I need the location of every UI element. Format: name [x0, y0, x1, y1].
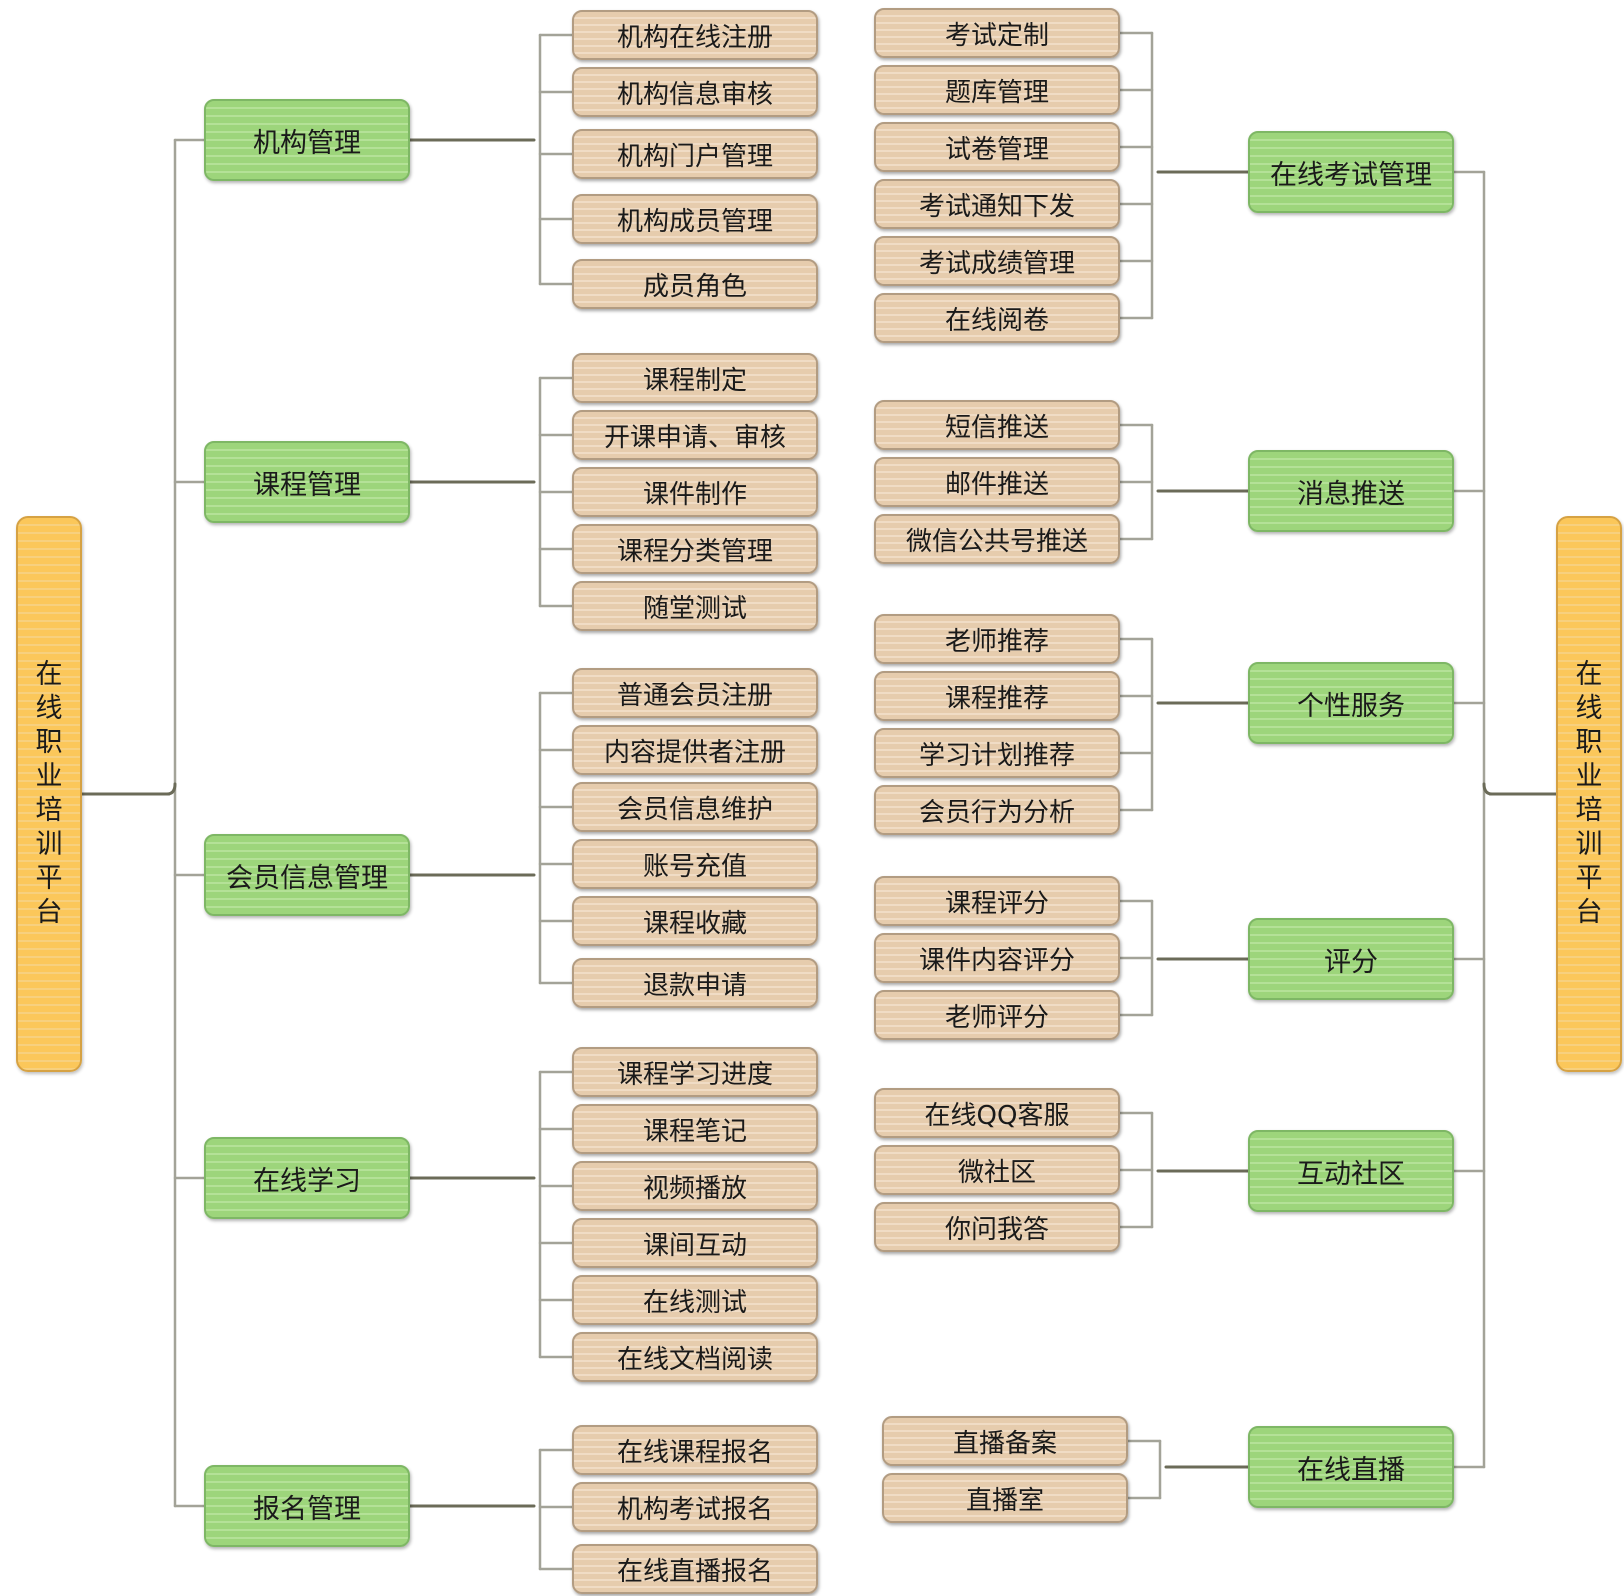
branch-node: 在线直播	[1248, 1426, 1454, 1508]
leaf-node: 在线文档阅读	[572, 1332, 818, 1382]
leaf-node: 老师推荐	[874, 614, 1120, 664]
leaf-node: 课件制作	[572, 467, 818, 517]
branch-node: 互动社区	[1248, 1130, 1454, 1212]
leaf-node: 老师评分	[874, 990, 1120, 1040]
leaf-node: 在线QQ客服	[874, 1088, 1120, 1138]
leaf-node: 在线课程报名	[572, 1425, 818, 1475]
leaf-node: 课程评分	[874, 876, 1120, 926]
leaf-node: 短信推送	[874, 400, 1120, 450]
leaf-node: 在线直播报名	[572, 1544, 818, 1594]
leaf-node: 考试定制	[874, 8, 1120, 58]
leaf-node: 会员行为分析	[874, 785, 1120, 835]
branch-node: 课程管理	[204, 441, 410, 523]
leaf-node: 课程收藏	[572, 896, 818, 946]
leaf-node: 直播室	[882, 1473, 1128, 1523]
leaf-node: 学习计划推荐	[874, 728, 1120, 778]
branch-node: 消息推送	[1248, 450, 1454, 532]
branch-node: 评分	[1248, 918, 1454, 1000]
leaf-node: 课程学习进度	[572, 1047, 818, 1097]
leaf-node: 机构信息审核	[572, 67, 818, 117]
right-trunk-joint	[1482, 782, 1494, 796]
leaf-node: 考试通知下发	[874, 179, 1120, 229]
leaf-node: 在线阅卷	[874, 293, 1120, 343]
leaf-node: 课间互动	[572, 1218, 818, 1268]
leaf-node: 退款申请	[572, 958, 818, 1008]
leaf-node: 机构在线注册	[572, 10, 818, 60]
leaf-node: 开课申请、审核	[572, 410, 818, 460]
leaf-node: 试卷管理	[874, 122, 1120, 172]
left-trunk-joint	[165, 782, 177, 796]
branch-node: 个性服务	[1248, 662, 1454, 744]
leaf-node: 课程笔记	[572, 1104, 818, 1154]
leaf-node: 机构成员管理	[572, 194, 818, 244]
leaf-node: 机构考试报名	[572, 1482, 818, 1532]
branch-node: 报名管理	[204, 1465, 410, 1547]
leaf-node: 课件内容评分	[874, 933, 1120, 983]
leaf-node: 内容提供者注册	[572, 725, 818, 775]
leaf-node: 微信公共号推送	[874, 514, 1120, 564]
leaf-node: 考试成绩管理	[874, 236, 1120, 286]
root-node-left: 在线职业培训平台	[16, 516, 82, 1072]
leaf-node: 成员角色	[572, 259, 818, 309]
leaf-node: 邮件推送	[874, 457, 1120, 507]
leaf-node: 账号充值	[572, 839, 818, 889]
branch-node: 在线学习	[204, 1137, 410, 1219]
leaf-node: 课程推荐	[874, 671, 1120, 721]
leaf-node: 在线测试	[572, 1275, 818, 1325]
leaf-node: 课程制定	[572, 353, 818, 403]
branch-node: 会员信息管理	[204, 834, 410, 916]
leaf-node: 你问我答	[874, 1202, 1120, 1252]
leaf-node: 视频播放	[572, 1161, 818, 1211]
leaf-node: 微社区	[874, 1145, 1120, 1195]
leaf-node: 题库管理	[874, 65, 1120, 115]
leaf-node: 会员信息维护	[572, 782, 818, 832]
leaf-node: 普通会员注册	[572, 668, 818, 718]
leaf-node: 机构门户管理	[572, 129, 818, 179]
branch-node: 在线考试管理	[1248, 131, 1454, 213]
root-node-right: 在线职业培训平台	[1556, 516, 1622, 1072]
leaf-node: 随堂测试	[572, 581, 818, 631]
branch-node: 机构管理	[204, 99, 410, 181]
leaf-node: 直播备案	[882, 1416, 1128, 1466]
leaf-node: 课程分类管理	[572, 524, 818, 574]
